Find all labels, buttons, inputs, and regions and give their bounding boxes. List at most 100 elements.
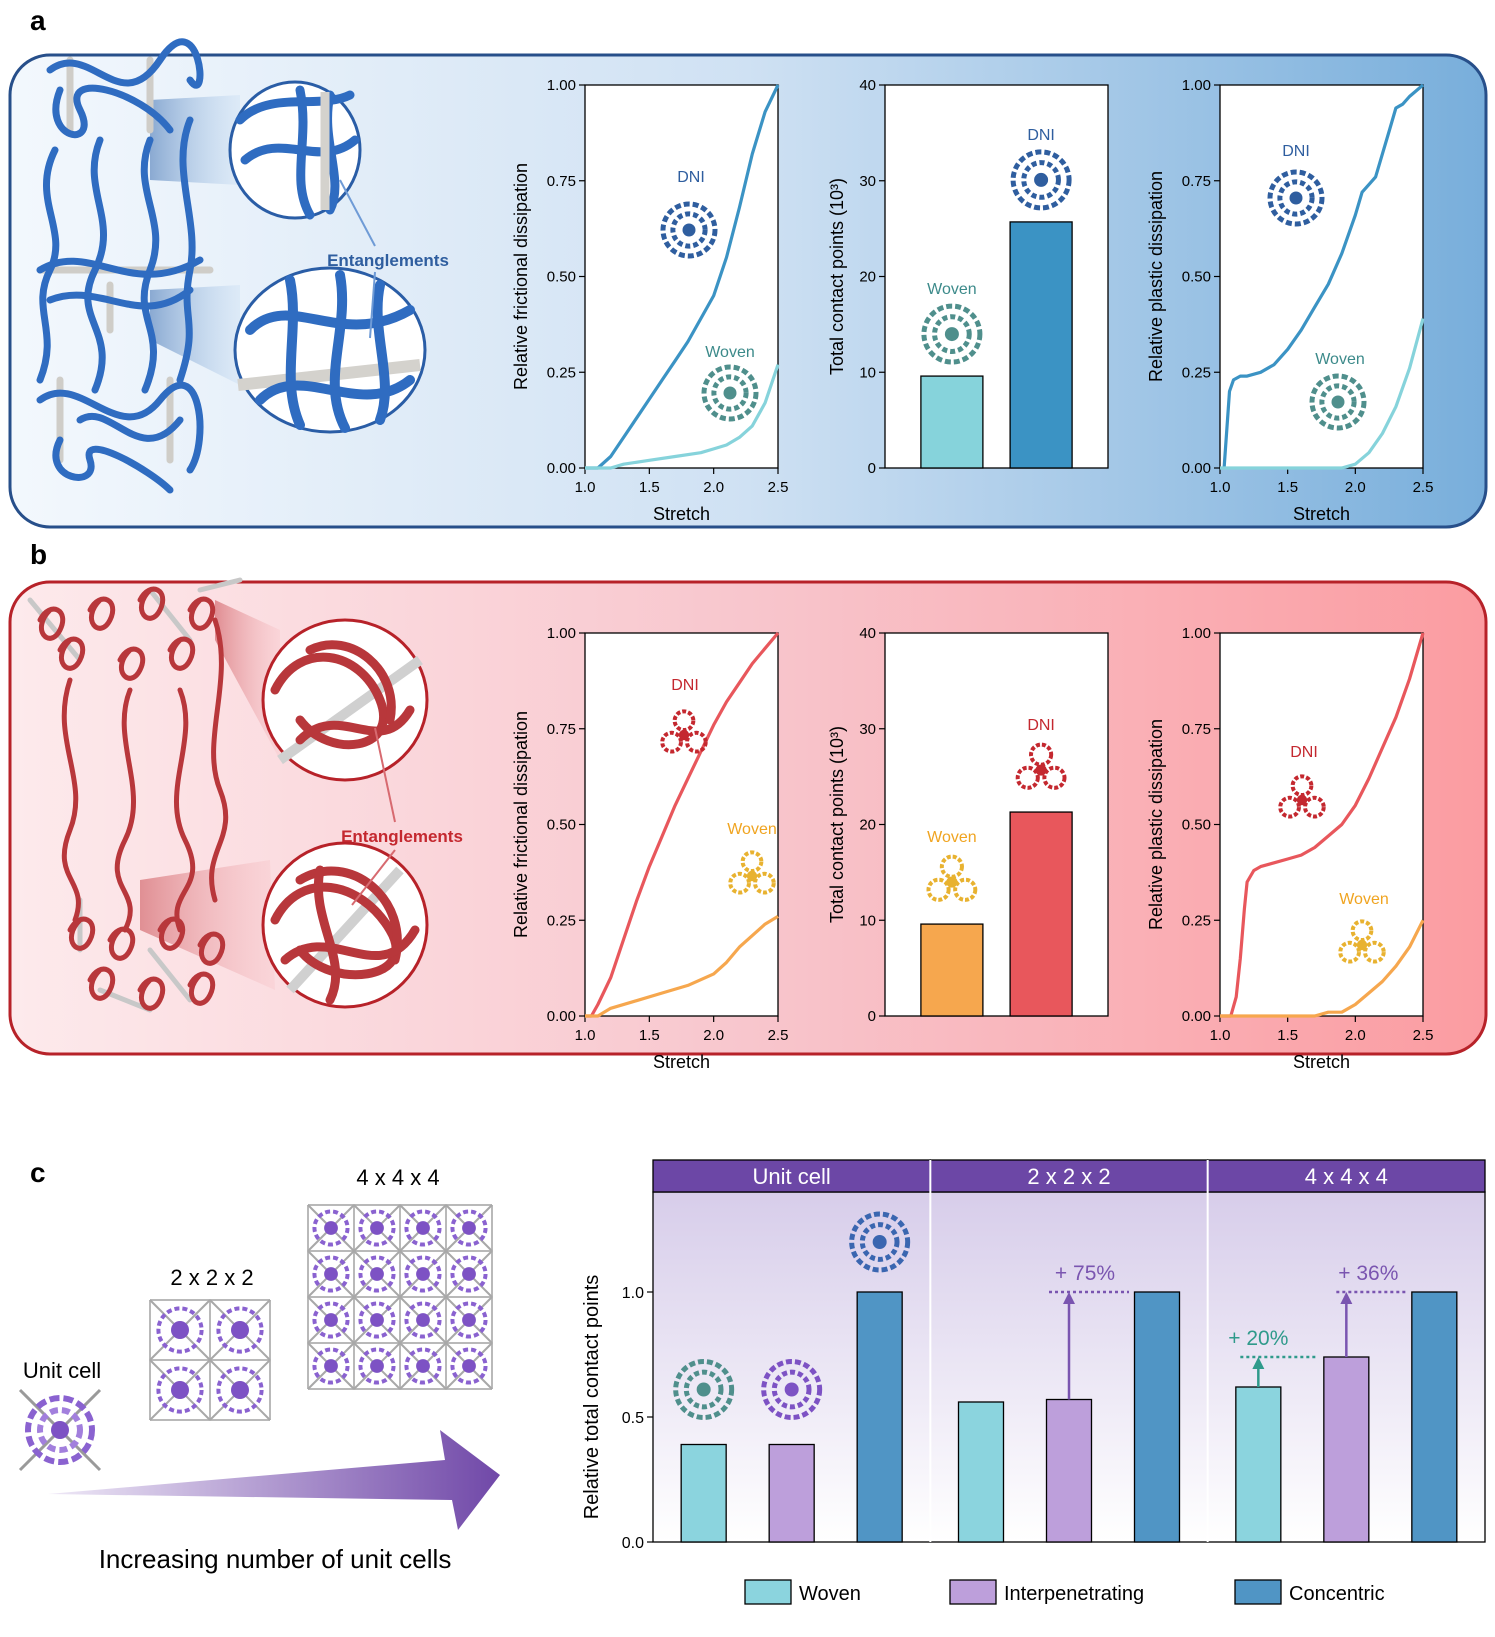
lattice-cell-icon [312,1347,350,1385]
molecule-woven-icon-ring [701,364,759,422]
y-tick-label: 0.00 [1182,460,1211,477]
bar-label-woven: Woven [927,281,977,298]
annotation-20-arrowhead [1252,1357,1265,1369]
y-tick-label: 30 [859,721,876,738]
molecule-woven-icon-ring [932,314,972,354]
panel-a-zoom-top [228,80,362,220]
lattice-cell-core [462,1267,476,1281]
molecule-dni-icon-lobe [685,730,708,754]
molecule-dni-icon-lobe [1303,795,1326,819]
series-label-dni: DNI [671,677,699,694]
unit-cell-lattice [18,1388,102,1472]
lattice-cell-core [416,1221,430,1235]
y-tick-label: 0.25 [547,364,576,381]
molecule-woven-icon-core [746,870,758,882]
lattice-cell-core [462,1313,476,1327]
y-tick-label: 0.00 [547,460,576,477]
lattice-4x4x4 [307,1204,493,1390]
y-tick-label: 0.50 [547,817,576,834]
group-header [1207,1159,1486,1193]
molecule-woven-icon-lobe [753,871,776,895]
y-tick-label: 0 [868,1008,876,1025]
molecule-dni-icon-lobe [1015,765,1040,790]
y-tick-label: 0.75 [547,173,576,190]
lattice-cell-icon [358,1301,396,1339]
molecule-dni-icon-core [682,223,696,237]
series-line-woven [1220,318,1425,470]
x-tick-label: 2.0 [1345,479,1366,496]
lattice-cell-core [324,1359,338,1373]
group-header [929,1159,1209,1193]
x-tick-label: 1.0 [575,1027,596,1044]
x-axis-label: Stretch [1293,1052,1350,1072]
molecule-interpenetrating-icon-ring [771,1369,812,1410]
molecule-woven-icon [728,850,776,895]
lattice-cell-core [324,1267,338,1281]
lattice-cell-core [370,1267,384,1281]
lattice-cell-icon [450,1301,488,1339]
x-axis-label: Stretch [653,1052,710,1072]
series-label-woven: Woven [705,344,755,361]
panel-a-letter: a [30,5,46,36]
bar-label-dni: DNI [1027,127,1055,144]
bar-concentric [1411,1291,1458,1543]
panel-a-zoom-bottom [233,266,427,434]
y-tick-label: 1.00 [1182,77,1211,94]
y-tick-label: 1.0 [622,1285,644,1302]
molecule-dni-icon [1015,742,1067,790]
y-axis-label: Relative frictional dissipation [511,163,531,390]
legend-label-woven: Woven [799,1583,861,1605]
y-tick-label: 40 [859,77,876,94]
annotation-36-label: + 36% [1338,1262,1398,1285]
y-tick-label: 0.75 [1182,173,1211,190]
molecule-dni-icon-ring [1277,179,1315,217]
molecule-dni-icon-lobe [1042,765,1067,790]
molecule-concentric-icon-ring [859,1222,900,1262]
molecule-dni-icon-ring [660,201,718,259]
series-line-woven [585,364,780,470]
y-axis-label: Total contact points (10³) [827,178,847,375]
lattice-cell-icon [216,1366,264,1414]
bar-woven [957,1401,1005,1543]
size-label-2x2x2: 2 x 2 x 2 [170,1265,253,1290]
bar-interpenetrating [1323,1356,1370,1543]
molecule-dni-icon-ring [1010,149,1072,211]
lattice-cell-icon [156,1366,204,1414]
y-tick-label: 0.50 [547,269,576,286]
molecule-woven-icon-ring [673,1359,735,1420]
x-tick-label: 1.5 [639,479,660,496]
y-tick-label: 0.5 [622,1410,644,1427]
molecule-woven-icon [673,1359,735,1420]
lattice-cell-core [370,1313,384,1327]
series-line-woven [585,915,779,1018]
series-label-woven: Woven [727,821,777,838]
y-tick-label: 0.00 [1182,1008,1211,1025]
molecule-dni-icon-lobe [660,730,683,754]
molecule-woven-icon-lobe [926,877,951,902]
bar-concentric [1133,1291,1181,1543]
molecule-dni-icon [1267,169,1325,227]
molecule-concentric-icon-core [872,1235,887,1249]
series-line-dni [1222,83,1425,469]
plot-area [884,84,1109,469]
molecule-dni-icon-ring [670,211,708,249]
molecule-woven-icon-core [944,327,959,342]
molecule-woven-icon-lobe [1338,940,1361,964]
lattice-2x2x2 [149,1299,271,1421]
lattice-cell-core [416,1359,430,1373]
bar-dni [1009,811,1073,1017]
y-tick-label: 0.50 [1182,269,1211,286]
molecule-woven-icon-ring [1319,383,1357,421]
molecule-concentric-icon [849,1211,911,1273]
y-tick-label: 1.00 [1182,625,1211,642]
lattice-cell-core [370,1359,384,1373]
x-tick-label: 2.5 [1413,1027,1434,1044]
group-header-label: 4 x 4 x 4 [1305,1164,1388,1189]
legend-swatch-concentric [1234,1579,1282,1605]
molecule-interpenetrating-icon [761,1359,823,1420]
bar-interpenetrating [768,1443,815,1543]
bar-woven [1235,1386,1282,1543]
